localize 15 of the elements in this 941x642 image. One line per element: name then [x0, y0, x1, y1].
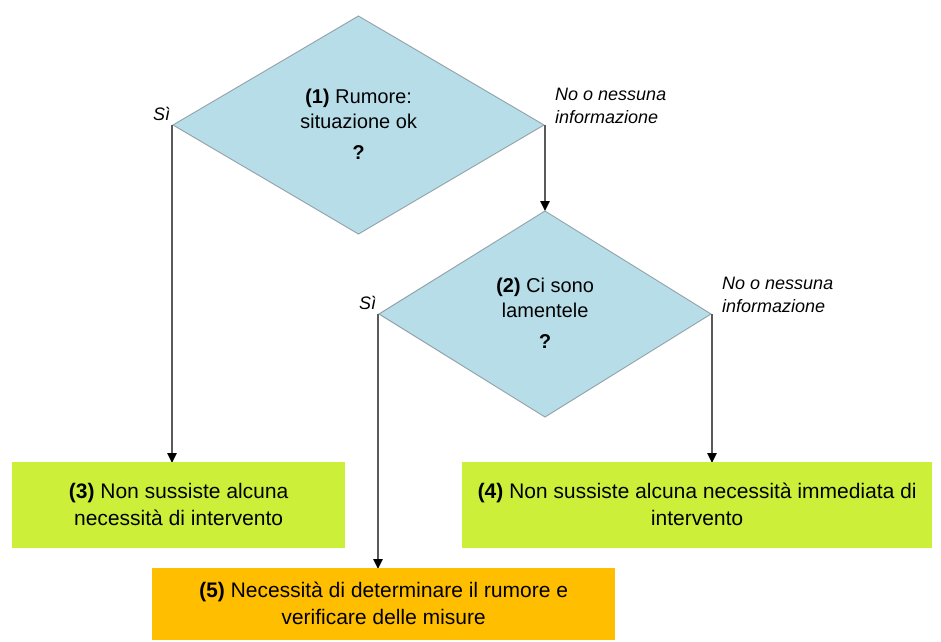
edge-label: No o nessuna informazione	[722, 272, 834, 317]
arrow	[540, 125, 550, 211]
arrow	[167, 125, 177, 463]
arrow	[373, 314, 383, 569]
process-box: (4) Non sussiste alcuna necessità immediata di intervento	[462, 462, 932, 548]
question-mark: ?	[538, 330, 552, 354]
edge-label: Sì	[358, 292, 376, 314]
process-box: (3) Non sussiste alcuna necessità di intervento	[12, 462, 345, 548]
decision-text: (2) Ci sono lamentele	[495, 274, 595, 324]
edge-label: No o nessuna informazione	[555, 83, 668, 128]
decision-text: (1) Rumore: situazione ok	[299, 84, 418, 134]
arrow	[707, 314, 717, 463]
edge-label: Sì	[152, 103, 170, 126]
question-mark: ?	[351, 140, 366, 166]
process-box: (5) Necessità di determinare il rumore e verificare delle misure	[152, 568, 615, 640]
